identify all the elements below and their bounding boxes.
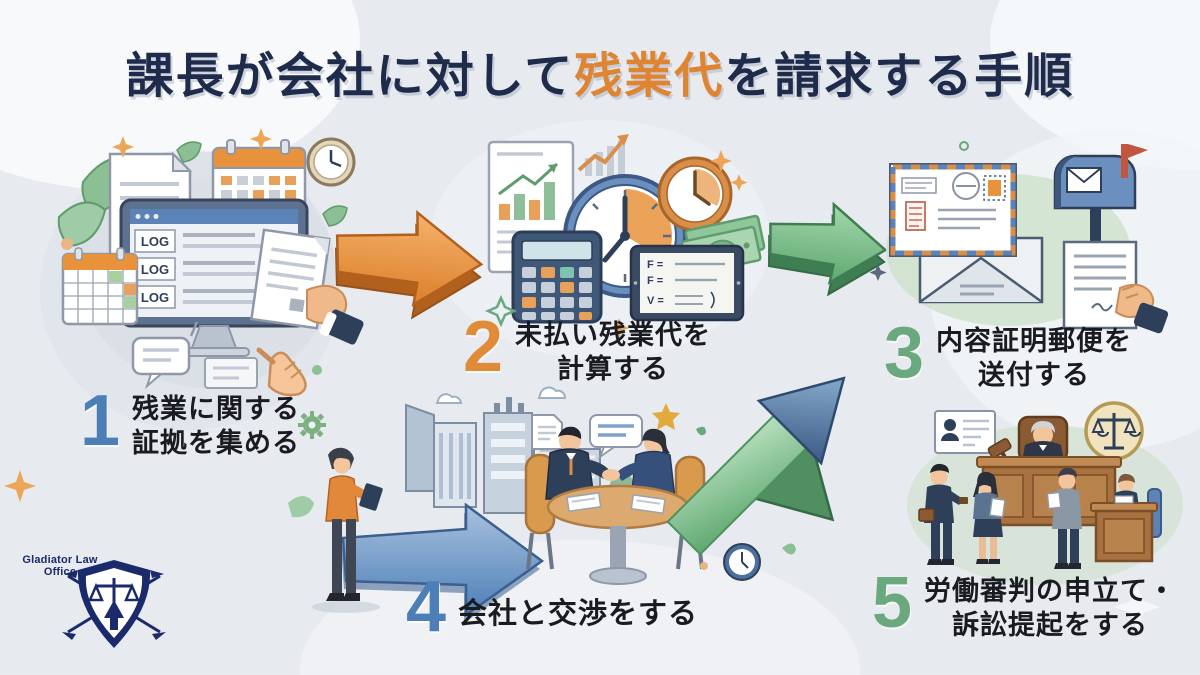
step1-label-line1: 残業に関する	[132, 394, 301, 424]
lawyer-figure	[918, 463, 968, 565]
dot-decoration	[61, 238, 73, 250]
step4-label-line1: 会社と交渉をする	[458, 598, 699, 630]
step4-negotiation-illustration	[288, 386, 706, 623]
dot-decoration	[312, 365, 322, 375]
log-label-2: LOG	[141, 262, 169, 277]
star-icon	[652, 403, 680, 430]
sparkle-icon	[730, 174, 748, 191]
step1-evidence-illustration: LOG LOG LOG	[57, 128, 364, 397]
formula-line-3: V =	[647, 295, 664, 307]
step5-caption: 5 労働審判の申立て・ 訴訟提起をする	[872, 563, 1176, 643]
hand-holding-documents-icon	[250, 228, 364, 345]
small-clock-icon	[723, 543, 761, 581]
sparkle-icon	[250, 128, 272, 150]
clock-icon	[306, 137, 356, 187]
formula-line-1: F =	[647, 259, 663, 271]
step1-number: 1	[80, 381, 121, 461]
log-label-3: LOG	[141, 290, 169, 305]
step3-label-line2: 送付する	[978, 360, 1091, 391]
step5-label-line1: 労働審判の申立て・	[924, 576, 1177, 606]
sparkle-icon	[609, 318, 629, 338]
small-clock-icon	[657, 156, 733, 232]
step3-label-line1: 内容証明郵便を	[936, 326, 1133, 356]
sparkle-icon	[112, 136, 134, 158]
arrow-step2-to-step3	[768, 201, 888, 297]
speech-bubble-icon	[131, 321, 199, 390]
title-part2: を請求する手順	[724, 50, 1075, 103]
small-calendar-icon	[61, 247, 139, 326]
step2-number: 2	[463, 307, 504, 387]
page-title: 課長が会社に対して残業代を請求する手順	[0, 36, 1200, 106]
growth-arrow-icon	[577, 134, 629, 176]
step3-label: 内容証明郵便を 送付する	[936, 320, 1132, 392]
dot-decoration	[700, 562, 708, 570]
table-base	[589, 567, 647, 585]
step2-caption: 2 未払い残業代を 計算する	[463, 307, 711, 387]
step2-label-line2: 計算する	[557, 354, 670, 385]
leaf-icon	[782, 543, 796, 555]
document-in-hand-icon	[1062, 240, 1169, 334]
leaf-icon	[288, 496, 314, 518]
calculator-icon	[511, 230, 603, 324]
speech-bubble-icon	[589, 414, 643, 460]
step2-calculation-illustration: F = F = V =	[484, 134, 766, 338]
step4-caption: 4 会社と交渉をする	[406, 567, 698, 647]
sparkle-icon	[1114, 584, 1160, 630]
pointing-hand-icon	[256, 347, 307, 397]
defendant-figure	[1046, 467, 1082, 569]
step3-mail-illustration	[869, 141, 1169, 334]
step2-label: 未払い残業代を 計算する	[515, 314, 711, 386]
sparkle-icon	[869, 264, 887, 281]
formula-tablet-icon: F = F = V =	[629, 244, 745, 322]
step4-number: 4	[406, 567, 447, 647]
step5-label: 労働審判の申立て・ 訴訟提起をする	[924, 570, 1176, 642]
log-label-1: LOG	[141, 234, 169, 249]
gear-icon	[298, 411, 326, 439]
cloud-icon	[537, 386, 566, 399]
step3-caption: 3 内容証明郵便を 送付する	[884, 313, 1132, 393]
businessman-figure	[545, 426, 610, 500]
certified-envelope-icon	[889, 163, 1017, 257]
cloud-icon	[435, 393, 463, 404]
arrow-step1-to-step2	[334, 209, 484, 320]
step3-number: 3	[884, 313, 925, 393]
step5-label-line2: 訴訟提起をする	[952, 610, 1149, 641]
scales-emblem-icon	[1084, 401, 1144, 461]
document-icon	[531, 414, 563, 450]
leaf-icon	[696, 426, 706, 436]
sparkle-icon	[4, 470, 36, 502]
court-clerk-figure	[1090, 473, 1162, 563]
star-icon	[484, 294, 518, 328]
title-part1: 課長が会社に対して	[125, 50, 575, 103]
sparkle-bottom-right	[1114, 584, 1160, 630]
step5-courtroom-illustration	[907, 401, 1183, 585]
logo-shield-icon	[62, 560, 166, 648]
step5-number: 5	[872, 563, 913, 643]
step1-label-line2: 証拠を集める	[132, 428, 301, 459]
id-card-icon	[934, 410, 996, 454]
table-pedestal	[610, 526, 626, 574]
sparkle-left-edge	[4, 470, 36, 502]
misc-decorations	[700, 543, 796, 581]
fork-blue-head	[756, 376, 846, 466]
plaintiff-woman-figure	[973, 471, 1006, 564]
handshake	[602, 469, 620, 481]
note-card-icon	[204, 357, 258, 389]
blue-arrow-icon	[341, 502, 545, 623]
standing-woman-figure	[312, 447, 383, 613]
step4-label: 会社と交渉をする	[458, 574, 698, 633]
law-office-logo: Gladiator Law Office	[6, 554, 166, 648]
dot-decoration	[959, 141, 969, 151]
title-highlight: 残業代	[574, 50, 725, 103]
sparkle-icon	[710, 150, 732, 172]
step1-label: 残業に関する 証拠を集める	[132, 388, 300, 460]
step1-caption: 1 残業に関する 証拠を集める	[80, 381, 300, 461]
step2-label-line1: 未払い残業代を	[515, 320, 712, 350]
arrow-step4-fork	[666, 376, 846, 556]
formula-line-2: F =	[647, 275, 663, 287]
